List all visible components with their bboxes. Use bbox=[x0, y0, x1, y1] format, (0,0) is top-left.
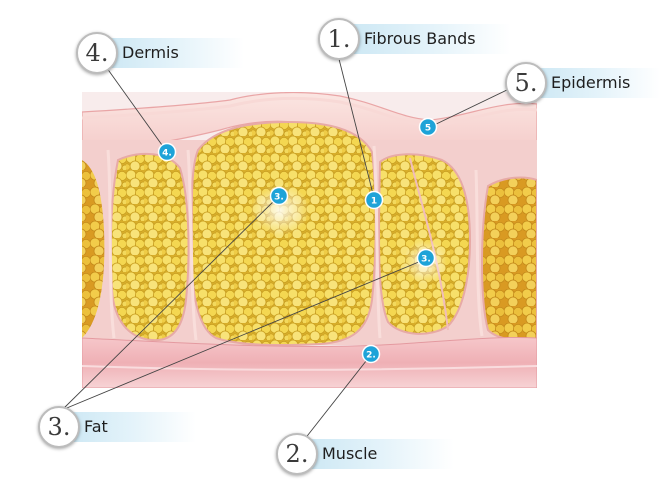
callout-band bbox=[94, 38, 244, 68]
callout-number-dermis: 4. bbox=[76, 32, 118, 74]
callout-number-fat: 3. bbox=[38, 406, 80, 448]
marker-dermis-label: 4. bbox=[162, 149, 172, 159]
leader-line-epidermis bbox=[429, 87, 512, 128]
leader-lines bbox=[61, 54, 512, 441]
marker-fat-b-label: 3. bbox=[421, 255, 431, 265]
callout-label-fibrous: Fibrous Bands bbox=[364, 29, 476, 48]
marker-muscle-label: 2. bbox=[366, 351, 376, 361]
leader-line-fibrous bbox=[337, 54, 375, 199]
marker-fat-a-label: 3. bbox=[274, 193, 284, 203]
callout-number-muscle: 2. bbox=[276, 433, 318, 475]
marker-fat-a: 3. bbox=[269, 186, 289, 206]
marker-dermis: 4. bbox=[157, 142, 177, 162]
marker-epidermis: 5 bbox=[418, 117, 438, 137]
callout-label-fat: Fat bbox=[84, 417, 108, 436]
leader-line-dermis bbox=[103, 63, 168, 153]
callout-label-dermis: Dermis bbox=[122, 43, 179, 62]
fat-chamber-left bbox=[109, 152, 190, 342]
callout-label-epidermis: Epidermis bbox=[551, 73, 631, 92]
marker-muscle: 2. bbox=[361, 344, 381, 364]
marker-fat-b: 3. bbox=[416, 248, 436, 268]
muscle-layer bbox=[82, 336, 537, 388]
callout-number-fibrous: 1. bbox=[318, 18, 360, 60]
marker-fibrous: 1 bbox=[364, 190, 384, 210]
callout-band bbox=[294, 439, 454, 469]
leader-line-fat-b bbox=[61, 258, 427, 411]
marker-epidermis-label: 5 bbox=[425, 124, 431, 134]
fat-chamber-far-right bbox=[481, 176, 537, 342]
marker-fibrous-label: 1 bbox=[371, 197, 377, 207]
callout-band bbox=[336, 24, 511, 54]
callout-number-epidermis: 5. bbox=[505, 62, 547, 104]
leader-line-muscle bbox=[303, 355, 371, 441]
leader-line-fat-a bbox=[61, 195, 280, 411]
callout-label-muscle: Muscle bbox=[322, 444, 378, 463]
fat-chamber-far-left bbox=[82, 160, 105, 338]
illustration bbox=[82, 92, 537, 388]
